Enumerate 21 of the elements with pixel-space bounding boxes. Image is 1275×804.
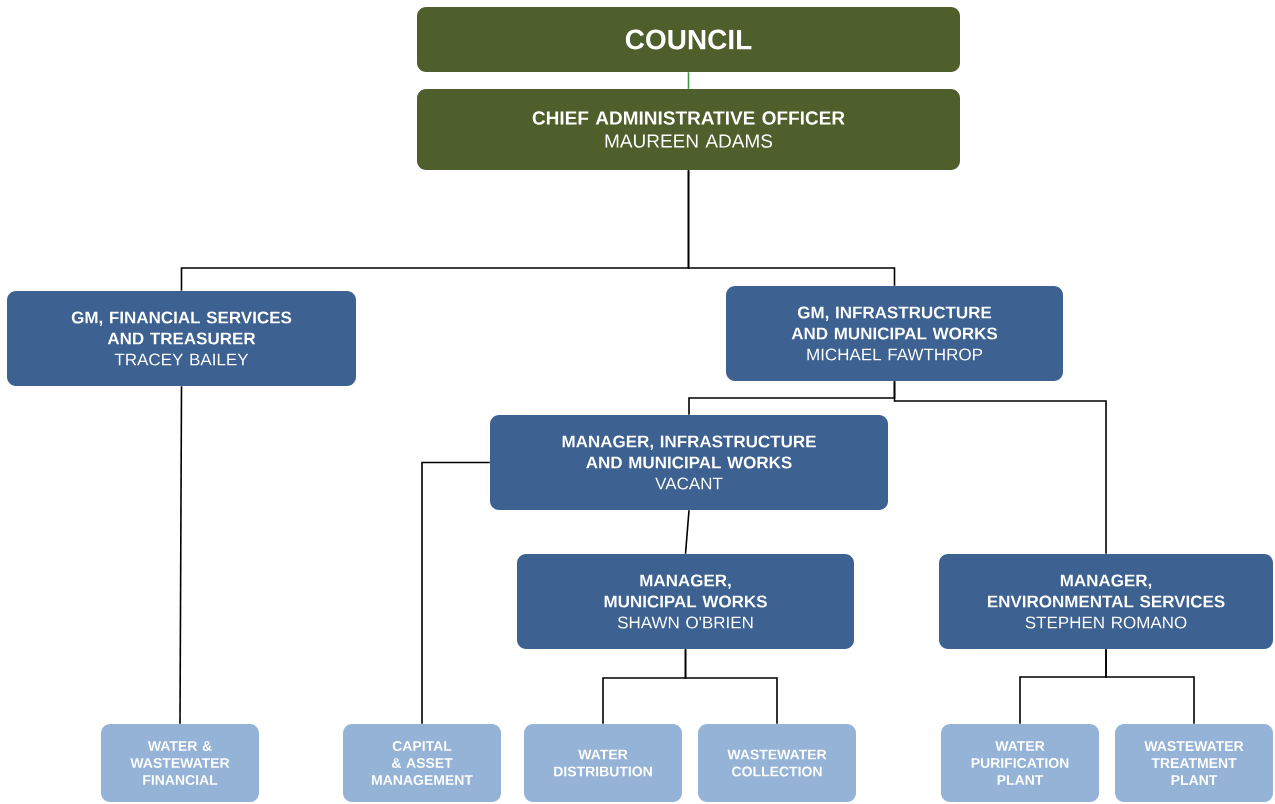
unit-box: CAPITAL & ASSET MANAGEMENT <box>343 724 501 802</box>
connector-line <box>687 71 690 90</box>
org-box: MANAGER, INFRASTRUCTURE AND MUNICIPAL WORKS VACANT <box>490 415 888 510</box>
connector-line <box>1105 648 1195 725</box>
org-box: CHIEF ADMINISTRATIVE OFFICER MAUREEN ADAMS <box>417 89 960 170</box>
connector-line <box>179 385 183 725</box>
connector-line <box>687 169 896 287</box>
unit-box: WATER PURIFICATION PLANT <box>941 724 1099 802</box>
org-box: COUNCIL <box>417 7 960 72</box>
org-box: MANAGER, MUNICIPAL WORKS SHAWN O'BRIEN <box>517 554 854 649</box>
connector-line <box>421 461 491 725</box>
connector-line <box>893 380 1107 555</box>
unit-box: WASTEWATER TREATMENT PLANT <box>1115 724 1273 802</box>
connector-line <box>684 509 690 555</box>
org-box: GM, INFRASTRUCTURE AND MUNICIPAL WORKS MICHAEL FAWTHROP <box>726 286 1063 381</box>
unit-box: WASTEWATER COLLECTION <box>698 724 856 802</box>
connector-line <box>684 648 778 725</box>
org-box: GM, FINANCIAL SERVICES AND TREASURER TRACEY BAILEY <box>7 291 356 386</box>
unit-box: WATER & WASTEWATER FINANCIAL <box>101 724 259 802</box>
unit-box: WATER DISTRIBUTION <box>524 724 682 802</box>
org-box: MANAGER, ENVIRONMENTAL SERVICES STEPHEN ROMANO <box>939 554 1273 649</box>
